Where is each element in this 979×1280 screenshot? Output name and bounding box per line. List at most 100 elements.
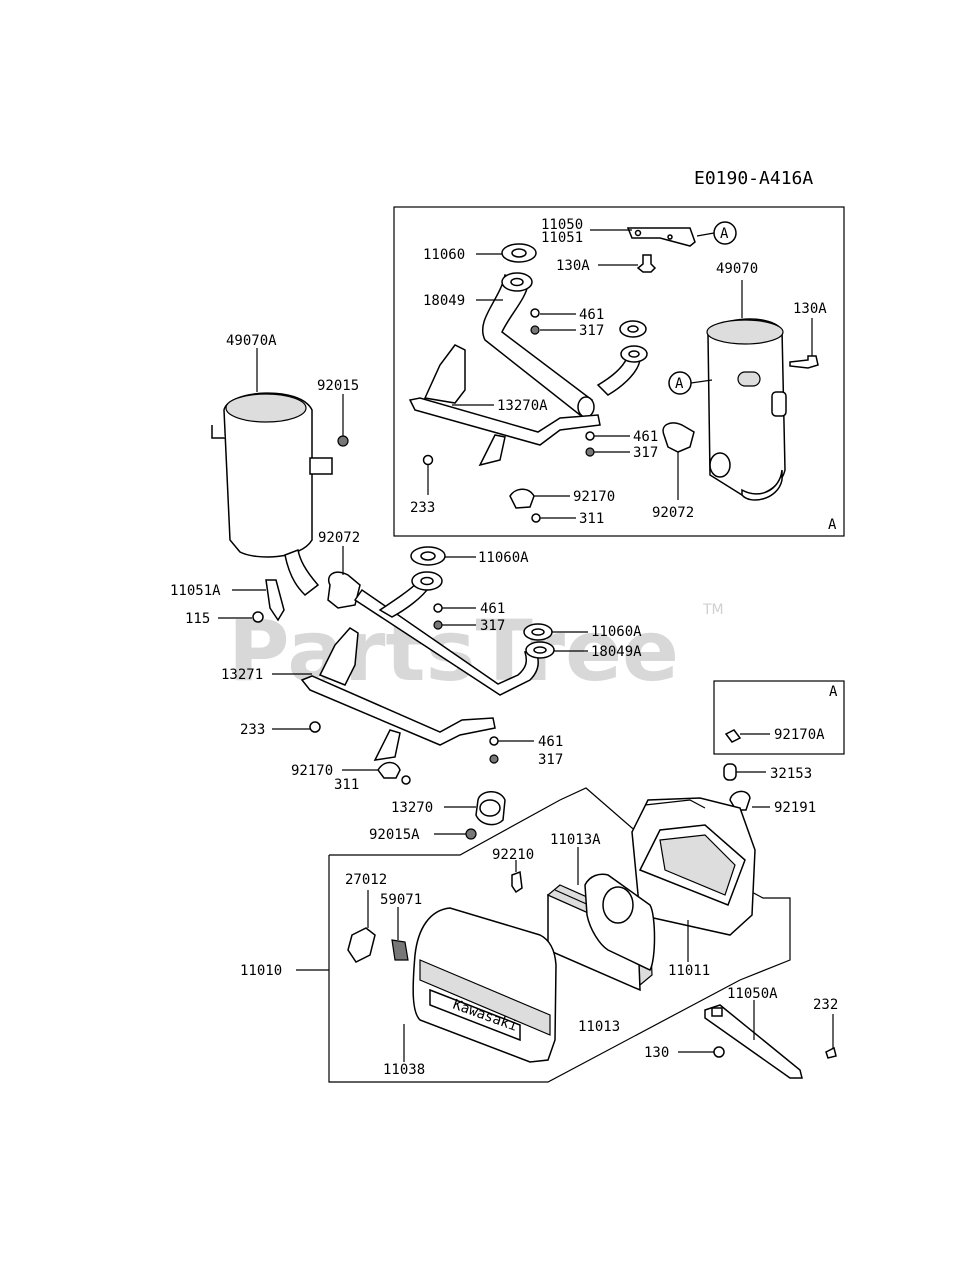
callout-11050: 11050 xyxy=(541,217,583,233)
inset-a-corner-label: A xyxy=(828,517,837,533)
knob-59071 xyxy=(391,939,409,961)
callout-11013: 11013 xyxy=(578,1019,620,1035)
bolt-232 xyxy=(825,1046,837,1059)
watermark-text: PartsTree xyxy=(228,602,679,700)
muffler-49070a xyxy=(211,392,333,596)
callout-317-left: 317 xyxy=(480,618,505,634)
gasket-11060a-a xyxy=(410,546,446,566)
callout-11038: 11038 xyxy=(383,1062,425,1078)
nut-311-low xyxy=(401,775,411,785)
clamp-92072-top xyxy=(662,422,695,453)
nut-317-mid xyxy=(585,447,595,457)
callout-232: 232 xyxy=(813,997,838,1013)
callout-13270a: 13270A xyxy=(497,398,548,414)
callout-11060a-b: 11060A xyxy=(591,624,642,640)
callout-13271: 13271 xyxy=(221,667,263,683)
exhaust-pipe-18049 xyxy=(482,272,648,418)
callout-32153: 32153 xyxy=(770,766,812,782)
callout-130a-right: 130A xyxy=(793,301,827,317)
callout-233-left: 233 xyxy=(240,722,265,738)
callout-461-mid: 461 xyxy=(633,429,658,445)
callout-461-low: 461 xyxy=(538,734,563,750)
callout-92170-low: 92170 xyxy=(291,763,333,779)
muffler-bracket-13271 xyxy=(300,627,496,761)
callout-92170: 92170 xyxy=(573,489,615,505)
callout-11050a: 11050A xyxy=(727,986,778,1002)
clamp-92170-top xyxy=(509,488,535,509)
callout-130a-top: 130A xyxy=(556,258,590,274)
callout-317-low: 317 xyxy=(538,752,563,768)
inset-box-small-a xyxy=(713,680,845,755)
bolt-130a-right xyxy=(789,355,819,369)
air-cleaner-outline xyxy=(328,787,791,1083)
precleaner-11013a xyxy=(584,873,656,971)
nut-461-mid xyxy=(585,431,595,441)
bolt-130 xyxy=(713,1046,725,1058)
callout-311-low: 311 xyxy=(334,777,359,793)
cover-11038: Kawasaki xyxy=(412,907,557,1063)
callout-11060a-a: 11060A xyxy=(478,550,529,566)
callout-11060: 11060 xyxy=(423,247,465,263)
callout-11010: 11010 xyxy=(240,963,282,979)
muffler-49070 xyxy=(706,318,787,501)
ref-a-bracket-label: A xyxy=(720,226,729,242)
clamp-92170-low xyxy=(377,761,401,779)
callout-92072-top: 92072 xyxy=(652,505,694,521)
nut-92015a xyxy=(465,828,477,840)
callout-92015a: 92015A xyxy=(369,827,420,843)
gasket-11060 xyxy=(501,243,537,263)
callout-317-top: 317 xyxy=(579,323,604,339)
muffler-bracket-13270a xyxy=(408,344,601,467)
hose-32153 xyxy=(723,763,737,781)
bolt-115 xyxy=(252,611,264,623)
ref-a-muffler-label: A xyxy=(675,376,684,392)
callout-11051a: 11051A xyxy=(170,583,221,599)
nut-317-low xyxy=(489,754,499,764)
bolt-233-top xyxy=(422,454,434,466)
callout-461-top: 461 xyxy=(579,307,604,323)
callout-11013a: 11013A xyxy=(550,832,601,848)
inset-box-a xyxy=(393,206,845,537)
callout-461-left: 461 xyxy=(480,601,505,617)
clamp-92191 xyxy=(729,790,751,811)
exhaust-pipe-18049a xyxy=(353,571,555,696)
callout-49070: 49070 xyxy=(716,261,758,277)
callout-317-mid: 317 xyxy=(633,445,658,461)
nut-311-top xyxy=(531,513,541,523)
bolt-233-left xyxy=(309,721,321,733)
diagram-code: E0190-A416A xyxy=(694,168,813,189)
callout-13270: 13270 xyxy=(391,800,433,816)
nut-461-top xyxy=(530,308,540,318)
callout-labels: 11050 11051 11060 130A 49070 18049 461 3… xyxy=(170,217,838,1078)
leader-lines xyxy=(218,229,834,1062)
bracket-11051a xyxy=(265,579,285,622)
callout-92072-left: 92072 xyxy=(318,530,360,546)
callout-233-top: 233 xyxy=(410,500,435,516)
callout-11011: 11011 xyxy=(668,963,710,979)
nut-92015 xyxy=(337,435,349,447)
callout-27012: 27012 xyxy=(345,872,387,888)
bolt-130a-top xyxy=(636,254,657,273)
callout-92191: 92191 xyxy=(774,800,816,816)
callout-92015: 92015 xyxy=(317,378,359,394)
callout-92210: 92210 xyxy=(492,847,534,863)
callout-18049: 18049 xyxy=(423,293,465,309)
callout-59071: 59071 xyxy=(380,892,422,908)
gasket-13270 xyxy=(475,791,506,826)
callout-130: 130 xyxy=(644,1045,669,1061)
callout-18049a: 18049A xyxy=(591,644,642,660)
clip-27012 xyxy=(347,927,376,963)
callout-49070a: 49070A xyxy=(226,333,277,349)
clip-92170a xyxy=(724,729,742,743)
bracket-11050a xyxy=(704,1004,803,1079)
callout-115: 115 xyxy=(185,611,210,627)
upper-bracket-11050 xyxy=(626,227,696,247)
nut-317-top xyxy=(530,325,540,335)
bolt-92210 xyxy=(511,870,523,894)
air-cleaner-base-11011 xyxy=(631,797,756,936)
callout-92170a: 92170A xyxy=(774,727,825,743)
nut-461-low xyxy=(489,736,499,746)
callout-311-top: 311 xyxy=(579,511,604,527)
ref-a-circle-bracket: A xyxy=(713,221,737,245)
